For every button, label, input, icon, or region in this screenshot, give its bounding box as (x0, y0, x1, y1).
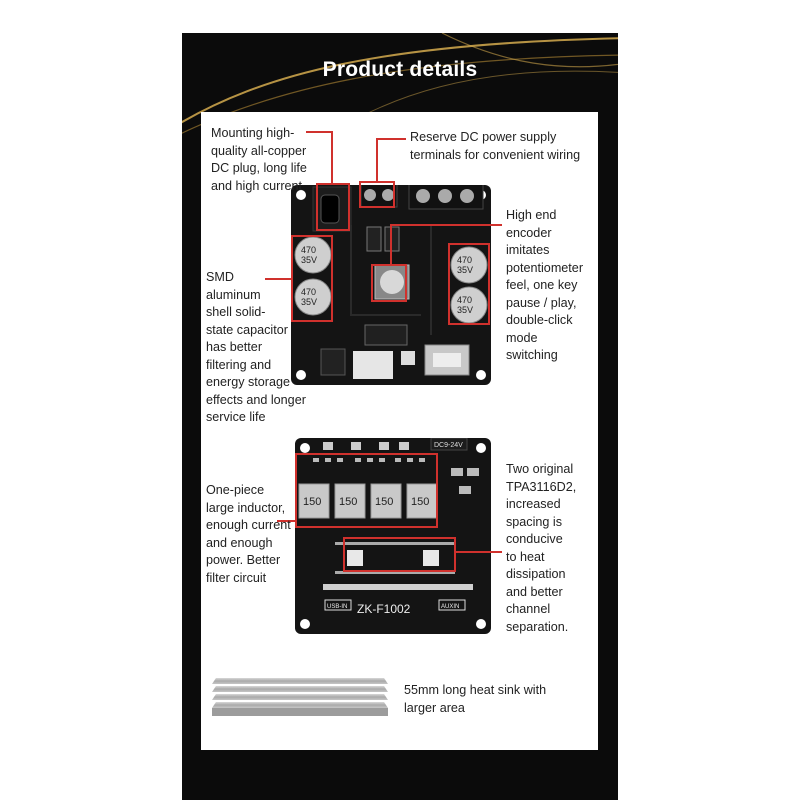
capacitor-label: 470 (301, 287, 316, 297)
leader-line (265, 278, 292, 280)
amplifier-board-top: 470 35V 470 35V 470 35V 470 35V (291, 185, 491, 385)
capacitor-label: 35V (301, 255, 317, 265)
caption-heat-sink: 55mm long heat sink with larger area (404, 683, 547, 715)
leader-line (277, 520, 296, 522)
inductor-label: 150 (339, 496, 357, 508)
usb-in-label: USB-IN (327, 604, 347, 610)
caption-capacitor: SMD aluminum shell solid- state capacito… (206, 270, 306, 424)
leader-line (306, 131, 333, 133)
leader-line (376, 138, 378, 182)
highlight-encoder (371, 264, 407, 302)
highlight-capacitors-left (291, 235, 333, 322)
leader-line (390, 224, 392, 264)
voltage-label: DC9-24V (434, 442, 463, 449)
caption-dc-plug: Mounting high- quality all-copper DC plu… (211, 126, 307, 193)
caption-terminals: Reserve DC power supply terminals for co… (410, 130, 581, 162)
highlight-capacitors-right (448, 243, 490, 325)
capacitor-label: 470 (457, 295, 472, 305)
capacitor-label: 35V (457, 305, 473, 315)
capacitor-label: 35V (457, 265, 473, 275)
capacitor-label: 35V (301, 297, 317, 307)
aux-in-label: AUXIN (441, 604, 459, 610)
capacitor-label: 470 (301, 245, 316, 255)
capacitor-label: 470 (457, 255, 472, 265)
page-title: Product details (322, 58, 478, 81)
caption-encoder: High end encoder imitates potentiometer … (506, 208, 584, 362)
caption-inductor: One-piece large inductor, enough current… (206, 483, 291, 585)
leader-line (376, 138, 406, 140)
highlight-chips (343, 537, 456, 572)
leader-line (331, 131, 333, 183)
leader-line (455, 551, 502, 553)
leader-line (390, 224, 502, 226)
model-label: ZK-F1002 (357, 602, 411, 616)
highlight-dc-plug (316, 183, 350, 231)
inductor-label: 150 (411, 496, 429, 508)
heat-sink-image (212, 678, 388, 716)
inductor-label: 150 (375, 496, 393, 508)
amplifier-board-bottom: DC9-24V 150 150 150 150 ZK-F1002 USB-IN … (295, 438, 491, 634)
inductor-label: 150 (303, 496, 321, 508)
highlight-inductors (295, 453, 438, 528)
highlight-terminals (359, 181, 395, 208)
caption-chip: Two original TPA3116D2, increased spacin… (506, 462, 577, 634)
